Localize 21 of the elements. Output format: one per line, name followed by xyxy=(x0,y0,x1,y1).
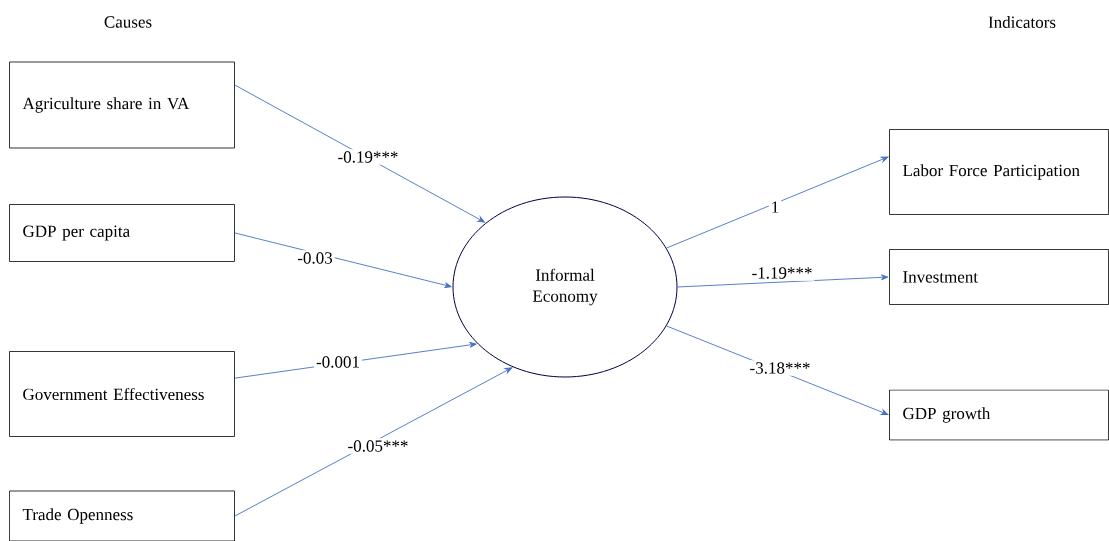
arrow xyxy=(234,232,452,289)
edge-label: -0.05*** xyxy=(345,438,411,454)
box: Investment xyxy=(889,249,1109,305)
box: Government Effectiveness xyxy=(9,351,235,437)
arrow xyxy=(666,156,889,249)
box: Agriculture share in VA xyxy=(9,61,235,149)
arrow xyxy=(677,274,889,288)
edge-label: -0.03 xyxy=(295,250,335,266)
edge-label: -0.19*** xyxy=(335,149,401,165)
arrow xyxy=(234,84,486,223)
box: GDP growth xyxy=(889,389,1109,441)
box: Trade Openness xyxy=(9,490,235,541)
column-heading: Indicators xyxy=(988,16,1056,28)
edge-label: 1 xyxy=(768,199,782,215)
edge-label: -1.19*** xyxy=(749,265,815,281)
arrow xyxy=(234,367,513,517)
box: GDP per capita xyxy=(9,204,235,262)
column-heading: Causes xyxy=(104,16,152,28)
box: Labor Force Participation xyxy=(889,129,1109,215)
edge-label: -3.18*** xyxy=(747,360,813,376)
edge-label: -0.001 xyxy=(314,354,362,370)
